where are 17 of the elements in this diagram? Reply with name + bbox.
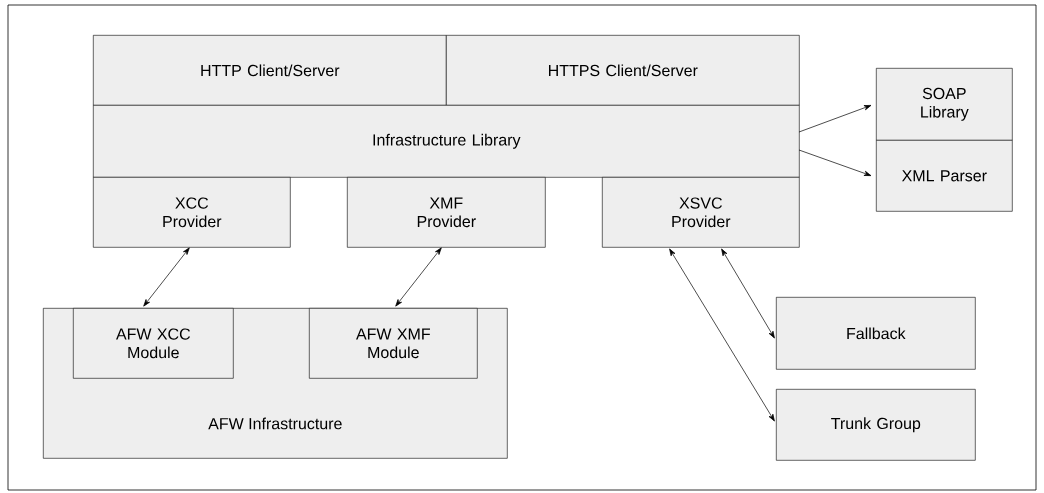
- process-box: XCC Provider: [93, 177, 291, 248]
- process-box: Fallback: [776, 297, 976, 370]
- arrow: [721, 248, 775, 339]
- process-box: HTTP Client/Server: [93, 35, 447, 106]
- process-box: AFW XMF Module: [309, 308, 478, 379]
- process-box: XMF Provider: [347, 177, 546, 248]
- arrow: [798, 105, 872, 133]
- arrow: [143, 247, 190, 307]
- arrow: [395, 247, 442, 307]
- process-box: HTTPS Client/Server: [446, 35, 800, 106]
- process-box: XML Parser: [876, 140, 1013, 212]
- arrow: [669, 248, 775, 422]
- arrow: [798, 149, 872, 176]
- process-box: XSVC Provider: [602, 177, 800, 248]
- process-box: AFW XCC Module: [73, 308, 234, 379]
- process-box: SOAP Library: [876, 68, 1013, 141]
- process-box: Trunk Group: [776, 389, 976, 461]
